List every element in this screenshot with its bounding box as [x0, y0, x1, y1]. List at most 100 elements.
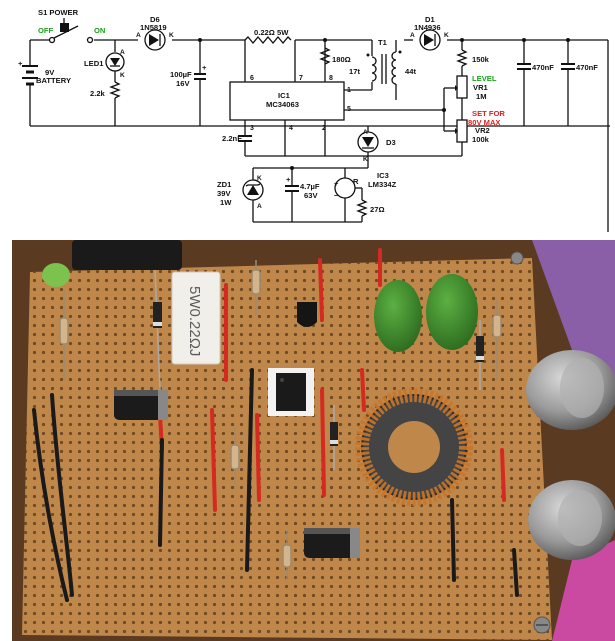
- d3-anode: A: [363, 129, 368, 136]
- c-out2-value: 470nF: [576, 63, 598, 72]
- ic3-label: IC3: [377, 171, 389, 180]
- zener-zd1: [242, 168, 264, 222]
- ic1-pin-4: 4: [289, 125, 293, 132]
- battery-voltage: 9V: [45, 68, 55, 77]
- electrolytic-capacitor-1: [114, 390, 168, 420]
- diode-d1: [419, 29, 441, 51]
- vr1-label: VR1: [473, 83, 489, 92]
- sense-resistor: [244, 35, 292, 45]
- led1-anode: A: [120, 49, 125, 56]
- led-resistor-value: 2.2k: [90, 89, 106, 98]
- zd1-voltage: 39V: [217, 189, 231, 198]
- d6-cathode: K: [169, 32, 174, 39]
- c47-plus: +: [286, 175, 291, 184]
- c-in-plus: +: [202, 63, 207, 72]
- ic1-part: MC34063: [266, 100, 299, 109]
- black-jumper-wires: [32, 368, 519, 602]
- c-out1-value: 470nF: [532, 63, 554, 72]
- electrolytic-capacitor-2: [304, 528, 360, 558]
- led1-symbol: [105, 40, 125, 126]
- vr2-note-2: 80V MAX: [468, 118, 501, 127]
- ic1-pin-2: 2: [322, 125, 326, 132]
- green-film-capacitors: [374, 274, 478, 352]
- ic3-r-pin: R: [353, 177, 359, 186]
- timing-capacitor: [238, 120, 252, 156]
- sense-resistor-value: 0.22Ω 5W: [254, 28, 289, 37]
- diodes: [153, 269, 484, 470]
- capacitor-4u7: [285, 168, 299, 222]
- zd1-anode: A: [257, 203, 262, 210]
- circuit-schematic: S1 POWER OFF ON + 9V BATTERY A K LED1 2.…: [0, 0, 615, 232]
- d6-label: D6: [150, 15, 160, 24]
- led1-label: LED1: [84, 59, 104, 68]
- c-in-voltage: 16V: [176, 79, 190, 88]
- battery-plus: +: [18, 59, 23, 68]
- vr1-level-label: LEVEL: [472, 74, 497, 83]
- ic1-pin-3: 3: [250, 125, 254, 132]
- d3-cathode: K: [363, 156, 368, 163]
- vr2-note-1: SET FOR: [472, 109, 505, 118]
- switch-on-label: ON: [94, 26, 105, 35]
- zd1-label: ZD1: [217, 180, 232, 189]
- ic3-plus: +: [334, 179, 339, 188]
- led-component: [42, 263, 70, 287]
- power-switch[interactable]: [48, 18, 94, 44]
- c-in-value: 100µF: [170, 70, 192, 79]
- c47-value: 4.7µF: [300, 182, 320, 191]
- ic1-label: IC1: [278, 91, 291, 100]
- d6-anode: A: [136, 32, 141, 39]
- diode-d3: [357, 126, 379, 168]
- d1-label: D1: [425, 15, 435, 24]
- switch-label: S1 POWER: [38, 8, 79, 17]
- t1-secondary-turns: 44t: [405, 67, 416, 76]
- c-timing-value: 2.2nF: [222, 134, 242, 143]
- mounting-screw-top: [510, 251, 524, 265]
- zd1-cathode: K: [257, 175, 262, 182]
- ic1-pin-8: 8: [329, 75, 333, 82]
- t1-primary-turns: 17t: [349, 67, 360, 76]
- current-source-ic3: [334, 168, 368, 223]
- d3-label: D3: [386, 138, 396, 147]
- potentiometer-level[interactable]: [526, 350, 615, 430]
- r150k-value: 150k: [472, 55, 490, 64]
- vr1-value: 1M: [476, 92, 487, 101]
- t1-label: T1: [378, 38, 388, 47]
- resistor-180: [319, 47, 331, 65]
- transformer-t1: [366, 50, 402, 85]
- transistor-component: [297, 302, 317, 327]
- vr2-trimmer[interactable]: [456, 119, 468, 143]
- power-resistor: 5W0.22ΩJ: [171, 271, 221, 365]
- toroid-transformer: [355, 388, 473, 506]
- switch-off-label: OFF: [38, 26, 54, 35]
- d1-cathode: K: [444, 32, 449, 39]
- output-capacitor-1: [517, 40, 531, 126]
- diode-d6: [144, 29, 166, 51]
- output-capacitor-2: [561, 40, 575, 126]
- led1-cathode: K: [120, 72, 125, 79]
- vr2-label: VR2: [475, 126, 490, 135]
- input-capacitor: [194, 40, 206, 126]
- ic3-minus: −: [334, 191, 339, 200]
- ic1-pin-6: 6: [250, 75, 254, 82]
- r27-value: 27Ω: [370, 205, 385, 214]
- battery-label: BATTERY: [36, 76, 71, 85]
- ic1-pin-7: 7: [299, 75, 303, 82]
- stripboard-photo: 5W0.22ΩJ: [12, 240, 615, 641]
- resistor-150k: [456, 49, 468, 67]
- vr2-value: 100k: [472, 135, 490, 144]
- d1-anode: A: [410, 32, 415, 39]
- r180-value: 180Ω: [332, 55, 351, 64]
- power-resistor-marking: 5W0.22ΩJ: [186, 286, 203, 356]
- resistors: [59, 260, 502, 580]
- zd1-power: 1W: [220, 198, 232, 207]
- c47-voltage: 63V: [304, 191, 318, 200]
- ic1-box: [229, 81, 345, 121]
- potentiometer-trim[interactable]: [528, 480, 615, 560]
- ic-dip8: [268, 368, 314, 416]
- d1-part: 1N4936: [414, 23, 441, 32]
- d6-part: 1N5819: [140, 23, 167, 32]
- vr1-pot[interactable]: [456, 75, 468, 99]
- ic3-part: LM334Z: [368, 180, 397, 189]
- red-jumper-wires: [158, 248, 506, 512]
- battery-symbol: [22, 40, 38, 118]
